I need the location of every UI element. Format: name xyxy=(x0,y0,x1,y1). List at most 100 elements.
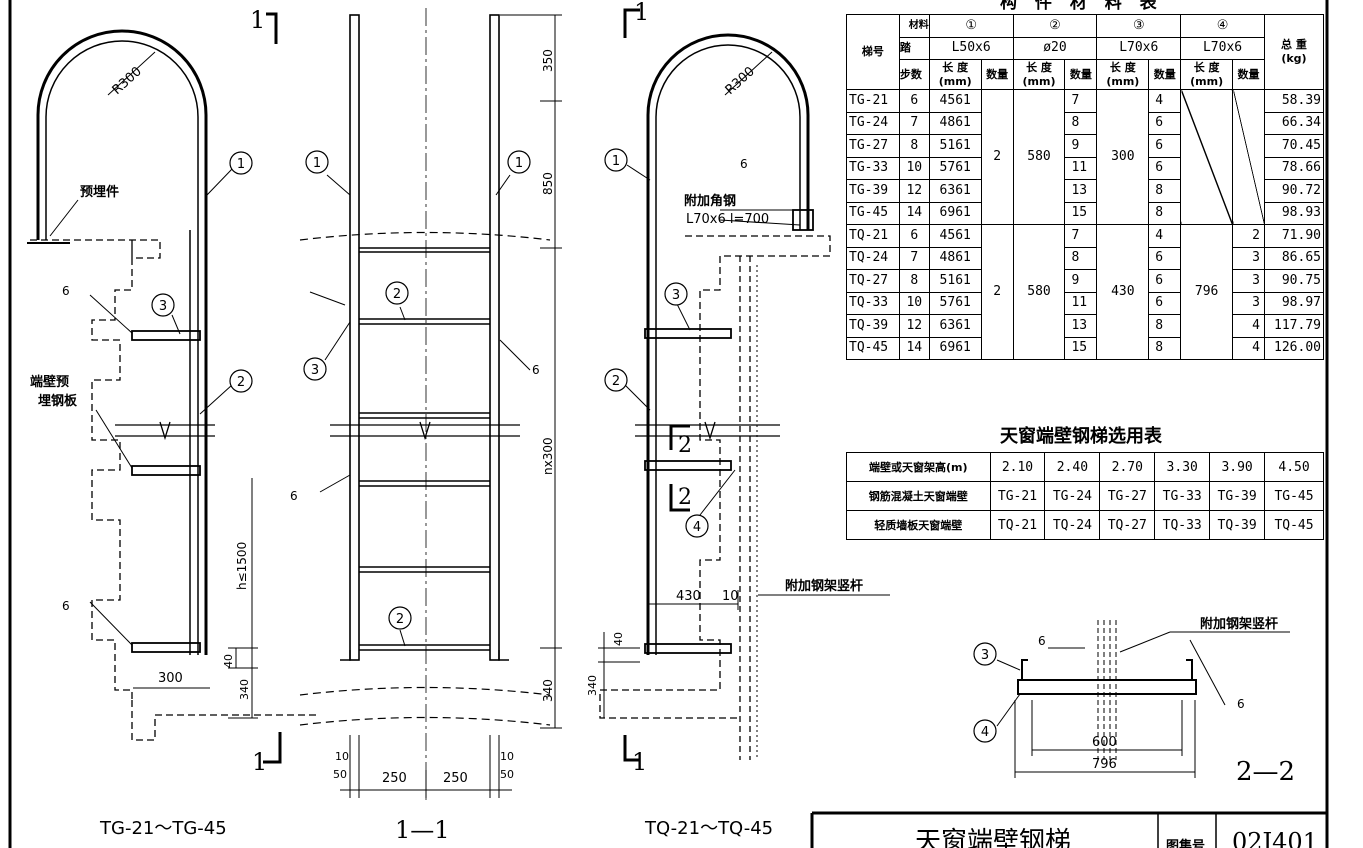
detail-2-2 xyxy=(996,620,1290,778)
section-mark-bottom: 1 xyxy=(252,748,267,776)
part-1-length-cell: 4861 xyxy=(928,111,982,135)
selection-cell: TG-24 xyxy=(1044,481,1101,511)
callouts xyxy=(151,148,997,743)
qty-header: 数量 xyxy=(1148,59,1182,90)
steps-cell: 14 xyxy=(898,201,930,225)
mid-view-labels: 350 850 nx300 340 10 50 250 250 10 50 1—… xyxy=(290,49,555,844)
title-block: 天窗端壁钢梯 图集号 02J401 xyxy=(915,827,1318,848)
total-weight-cell: 90.72 xyxy=(1263,179,1325,203)
col-material-header: 材料 xyxy=(898,14,930,38)
part-3-qty-cell: 6 xyxy=(1148,134,1182,158)
col-steps-1: 踏 xyxy=(898,36,930,60)
part-3-length-cell: 430 xyxy=(1096,224,1150,360)
section-2-top: 2 xyxy=(678,433,692,458)
ladder-id-cell: TG-39 xyxy=(846,179,900,203)
part-2-qty-cell: 7 xyxy=(1064,224,1098,248)
callout-3: 3 xyxy=(311,363,319,378)
len-header: 长 度(mm) xyxy=(928,59,982,90)
ladder-id-cell: TQ-21 xyxy=(846,224,900,248)
part-4-qty-cell: 4 xyxy=(1232,336,1265,360)
callout-1: 1 xyxy=(515,156,523,171)
dim-340: 340 xyxy=(238,679,251,700)
selection-cell: 3.90 xyxy=(1209,452,1266,482)
callout-1: 1 xyxy=(237,157,245,172)
total-weight-cell: 78.66 xyxy=(1263,156,1325,180)
len-unit: (mm) xyxy=(1022,74,1056,88)
material-table-title: 构 件 材 料 表 xyxy=(1000,0,1163,13)
selection-cell: 2.40 xyxy=(1044,452,1101,482)
selection-cell: TG-45 xyxy=(1264,481,1324,511)
dim-50-right: 50 xyxy=(500,768,514,781)
col-steps-2: 步数 xyxy=(898,59,930,90)
dim-850: 850 xyxy=(541,172,555,195)
title-block-frame xyxy=(810,811,1327,848)
callout-1: 1 xyxy=(612,154,620,169)
h-limit-dim: h≤1500 xyxy=(235,542,249,590)
part-1-length-cell: 5161 xyxy=(928,134,982,158)
selection-cell: TG-27 xyxy=(1099,481,1156,511)
end-wall-plate-label-2: 埋钢板 xyxy=(38,393,78,409)
right-view-caption: TQ-21～TQ-45 xyxy=(644,818,773,839)
len-unit: (mm) xyxy=(1106,74,1140,88)
part-1-length-cell: 4861 xyxy=(928,246,982,270)
ladder-id-cell: TG-24 xyxy=(846,111,900,135)
detail-title: 2—2 xyxy=(1236,757,1295,787)
total-weight-cell: 71.90 xyxy=(1263,224,1325,248)
weld-label: 6 xyxy=(62,284,70,298)
dim-40: 40 xyxy=(222,654,235,668)
part-4-spec: L70x6 xyxy=(1180,36,1265,60)
len-label: 长 度 xyxy=(1109,60,1136,74)
part-1-length-cell: 6361 xyxy=(928,314,982,338)
atlas-number: 02J401 xyxy=(1232,828,1318,848)
col-ladder-header: 梯号 xyxy=(846,14,900,90)
len-header: 长 度(mm) xyxy=(1096,59,1150,90)
callout-1: 1 xyxy=(313,156,321,171)
atlas-label: 图集号 xyxy=(1166,838,1205,848)
left-view-labels: R300 预埋件 端壁预 埋钢板 6 6 h≤1500 300 40 340 1… xyxy=(30,6,267,839)
len-header: 长 度(mm) xyxy=(1012,59,1066,90)
dim-430: 430 xyxy=(676,589,701,604)
selection-cell: 3.30 xyxy=(1154,452,1211,482)
part-3-qty-cell: 4 xyxy=(1148,89,1182,113)
total-weight-cell: 66.34 xyxy=(1263,111,1325,135)
dim-10-left: 10 xyxy=(335,750,349,763)
selection-cell: 2.70 xyxy=(1099,452,1156,482)
steps-cell: 12 xyxy=(898,179,930,203)
dim-250-left: 250 xyxy=(382,771,407,786)
part-2-qty-cell: 8 xyxy=(1064,246,1098,270)
part-1-length-cell: 4561 xyxy=(928,89,982,113)
qty-header: 数量 xyxy=(980,59,1014,90)
part-2-qty-cell: 11 xyxy=(1064,291,1098,315)
total-weight-cell: 90.75 xyxy=(1263,269,1325,293)
weld-label: 6 xyxy=(532,363,540,377)
embedded-part-label: 预埋件 xyxy=(80,184,119,200)
ladder-id-cell: TQ-24 xyxy=(846,246,900,270)
section-mark-top: 1 xyxy=(250,6,265,34)
callout-4: 4 xyxy=(693,520,701,535)
part-1-qty-cell: 2 xyxy=(980,89,1014,225)
dim-nx300: nx300 xyxy=(541,437,555,475)
selection-row-label: 轻质墙板天窗端壁 xyxy=(846,510,991,540)
dim-10-right: 10 xyxy=(500,750,514,763)
dim-250-right: 250 xyxy=(443,771,468,786)
part-2-length-cell: 580 xyxy=(1012,224,1066,360)
callout-2: 2 xyxy=(237,375,245,390)
part-1-spec: L50x6 xyxy=(928,36,1014,60)
part-2-qty-cell: 13 xyxy=(1064,179,1098,203)
part-3-qty-cell: 4 xyxy=(1148,224,1182,248)
total-weight-cell: 117.79 xyxy=(1263,314,1325,338)
radius-label: R300 xyxy=(110,64,145,98)
part-2-qty-cell: 13 xyxy=(1064,314,1098,338)
steps-cell: 12 xyxy=(898,314,930,338)
part-2-no: ② xyxy=(1012,14,1098,38)
